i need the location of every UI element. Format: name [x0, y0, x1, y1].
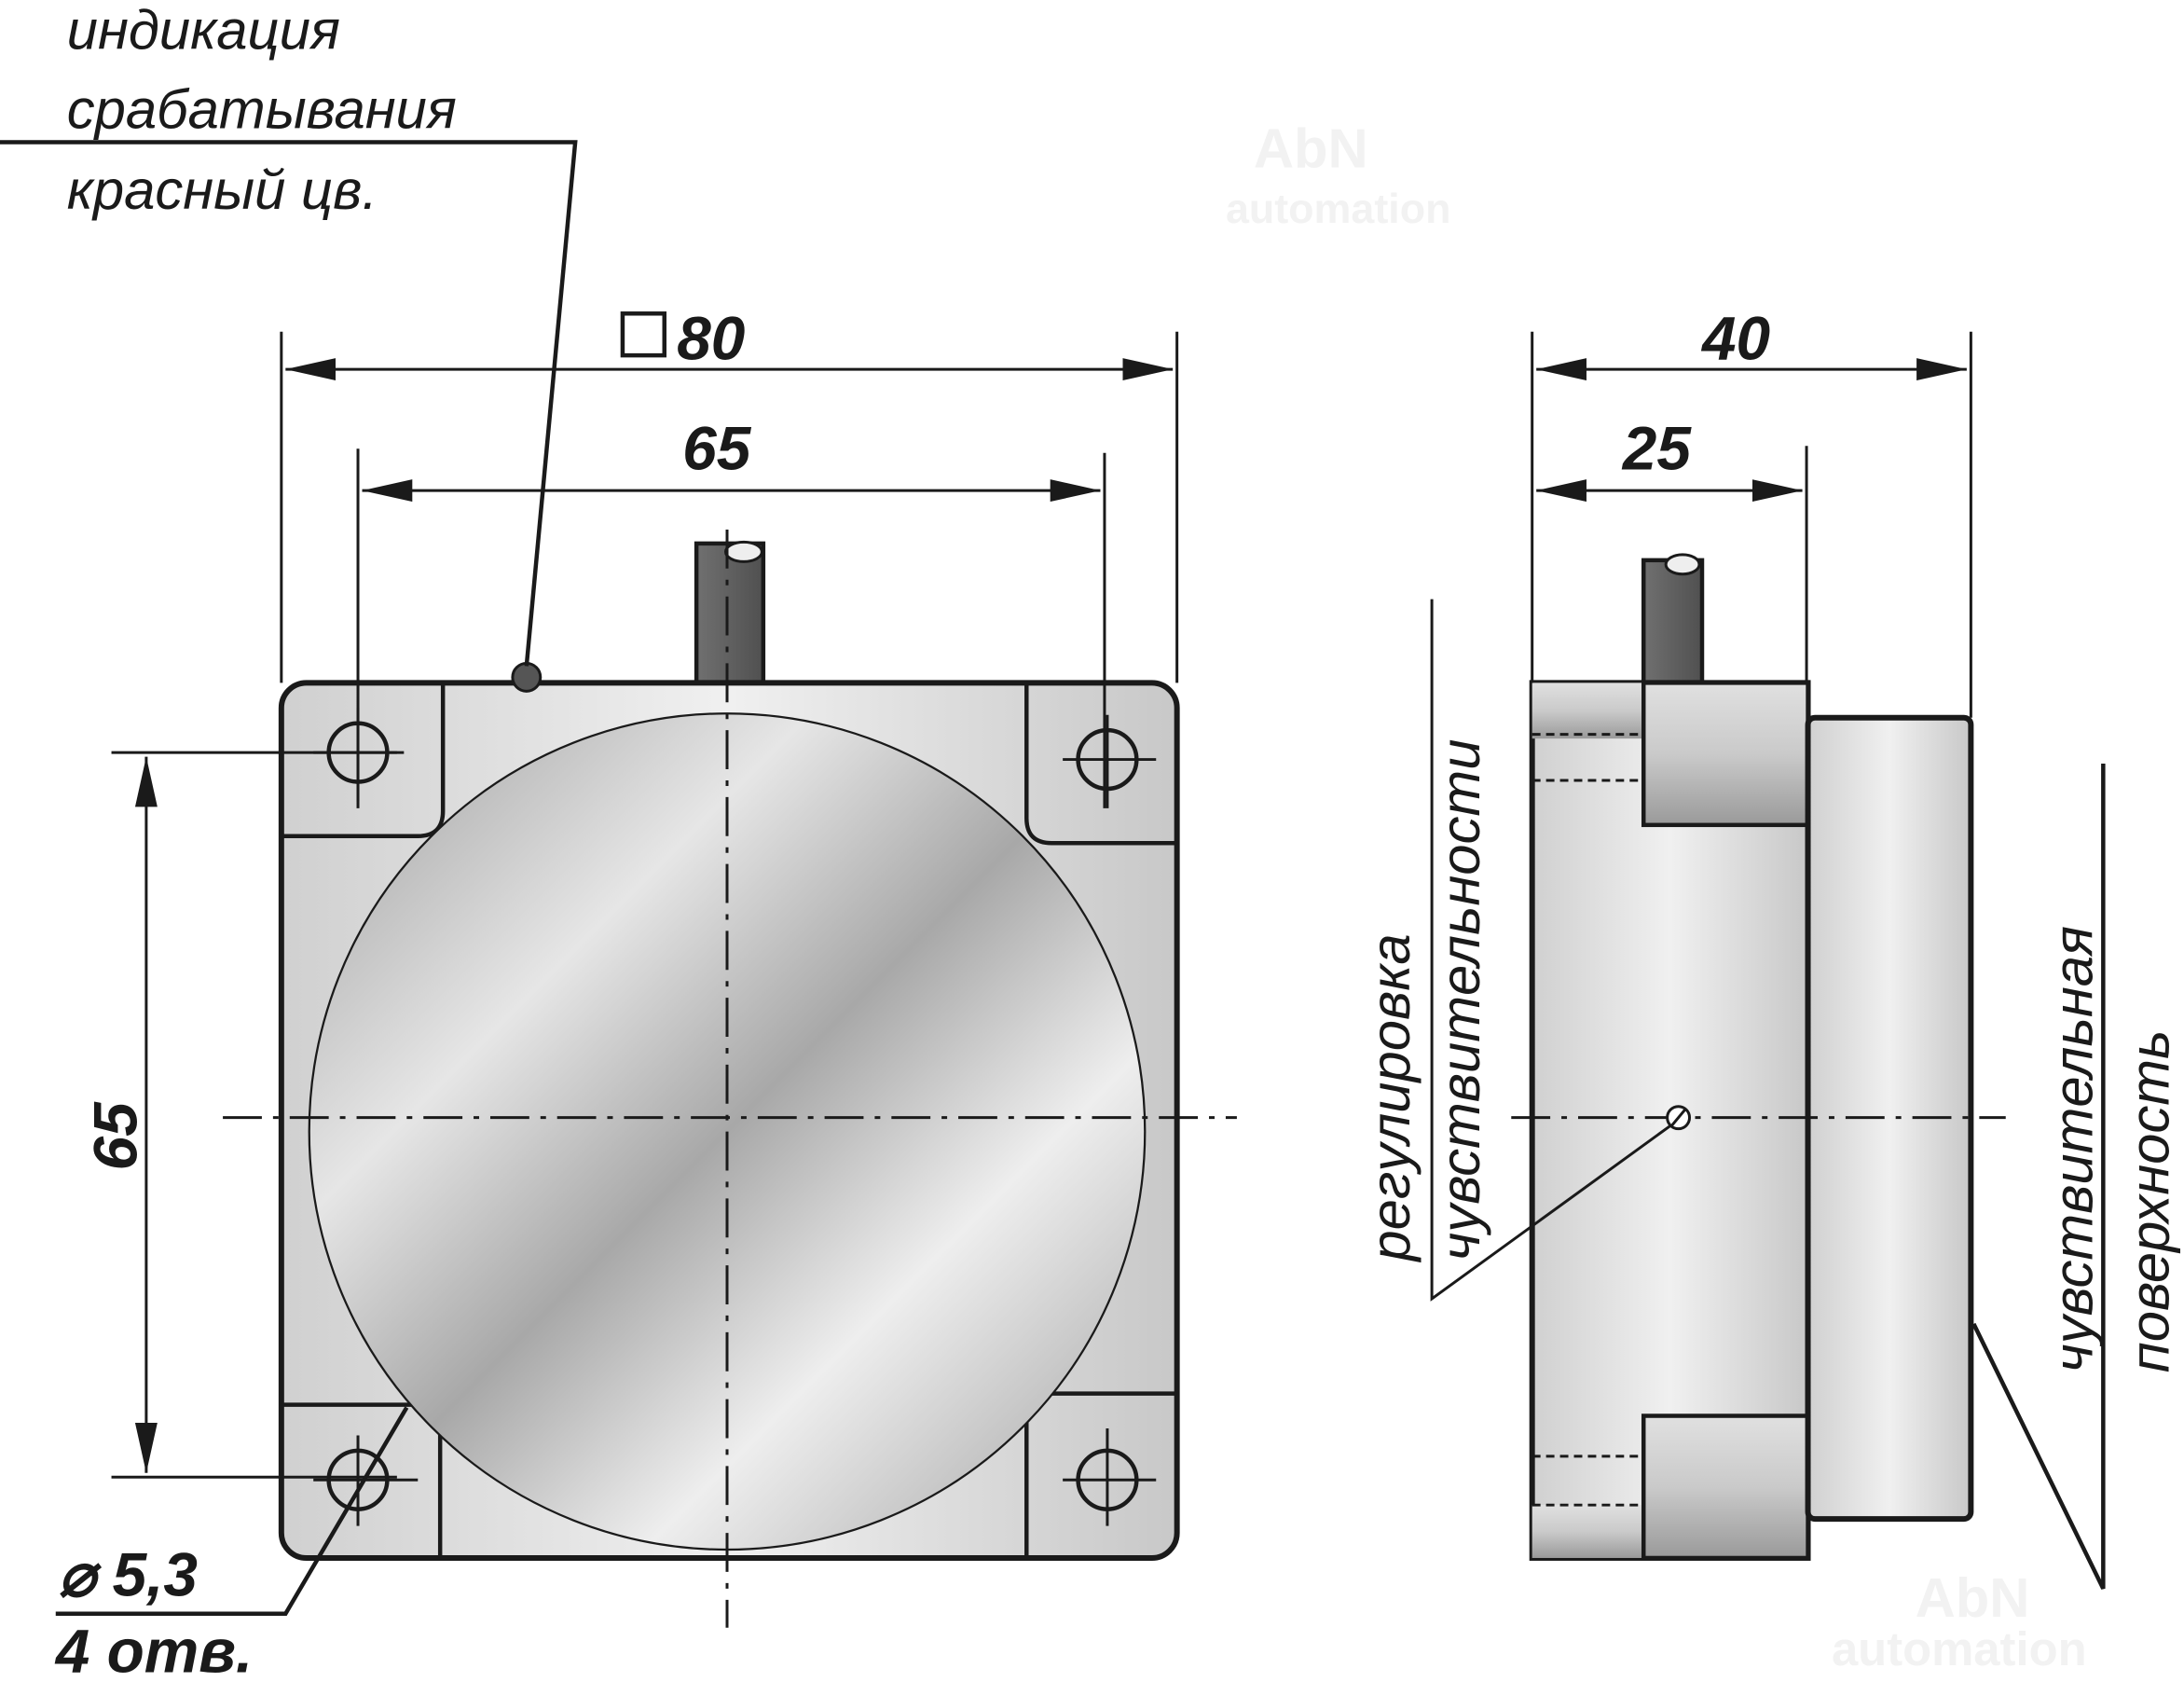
front-view: 80 65 65 ⌀ 5,3 4 отв. индикация срабатыв… [0, 0, 1237, 1682]
hole-diameter: ⌀ 5,3 [59, 1539, 198, 1608]
dim-square-80: 80 [677, 304, 745, 373]
indicator-label-3: красный цв. [67, 159, 378, 221]
dim-hole-spacing-h: 65 [682, 414, 752, 483]
watermark-top: AbN automation [1226, 117, 1451, 232]
hole-count: 4 отв. [54, 1617, 253, 1682]
cable [694, 541, 766, 688]
indicator-label-1: индикация [67, 0, 340, 61]
cable-side [1641, 558, 1705, 688]
dim-body-depth: 25 [1621, 414, 1693, 483]
adjust-label-2: чувствительности [1429, 739, 1491, 1262]
surface-label-2: поверхность [2119, 1030, 2181, 1373]
square-symbol [620, 311, 667, 358]
svg-text:AbN: AbN [1916, 1566, 2030, 1629]
led-indicator [511, 661, 543, 693]
surface-label-1: чувствительная [2041, 926, 2104, 1372]
svg-text:AbN: AbN [1254, 117, 1368, 179]
watermark-bottom: AbN automation [1832, 1566, 2087, 1675]
side-view: 40 25 регулировка чувствительности чувст… [1359, 304, 2181, 1590]
indicator-label-2: срабатывания [67, 77, 457, 140]
dim-total-depth: 40 [1700, 304, 1770, 373]
svg-text:automation: automation [1832, 1622, 2087, 1675]
adjust-label-1: регулировка [1359, 933, 1422, 1262]
svg-text:automation: automation [1226, 185, 1451, 232]
dim-hole-spacing-v: 65 [80, 1101, 149, 1171]
